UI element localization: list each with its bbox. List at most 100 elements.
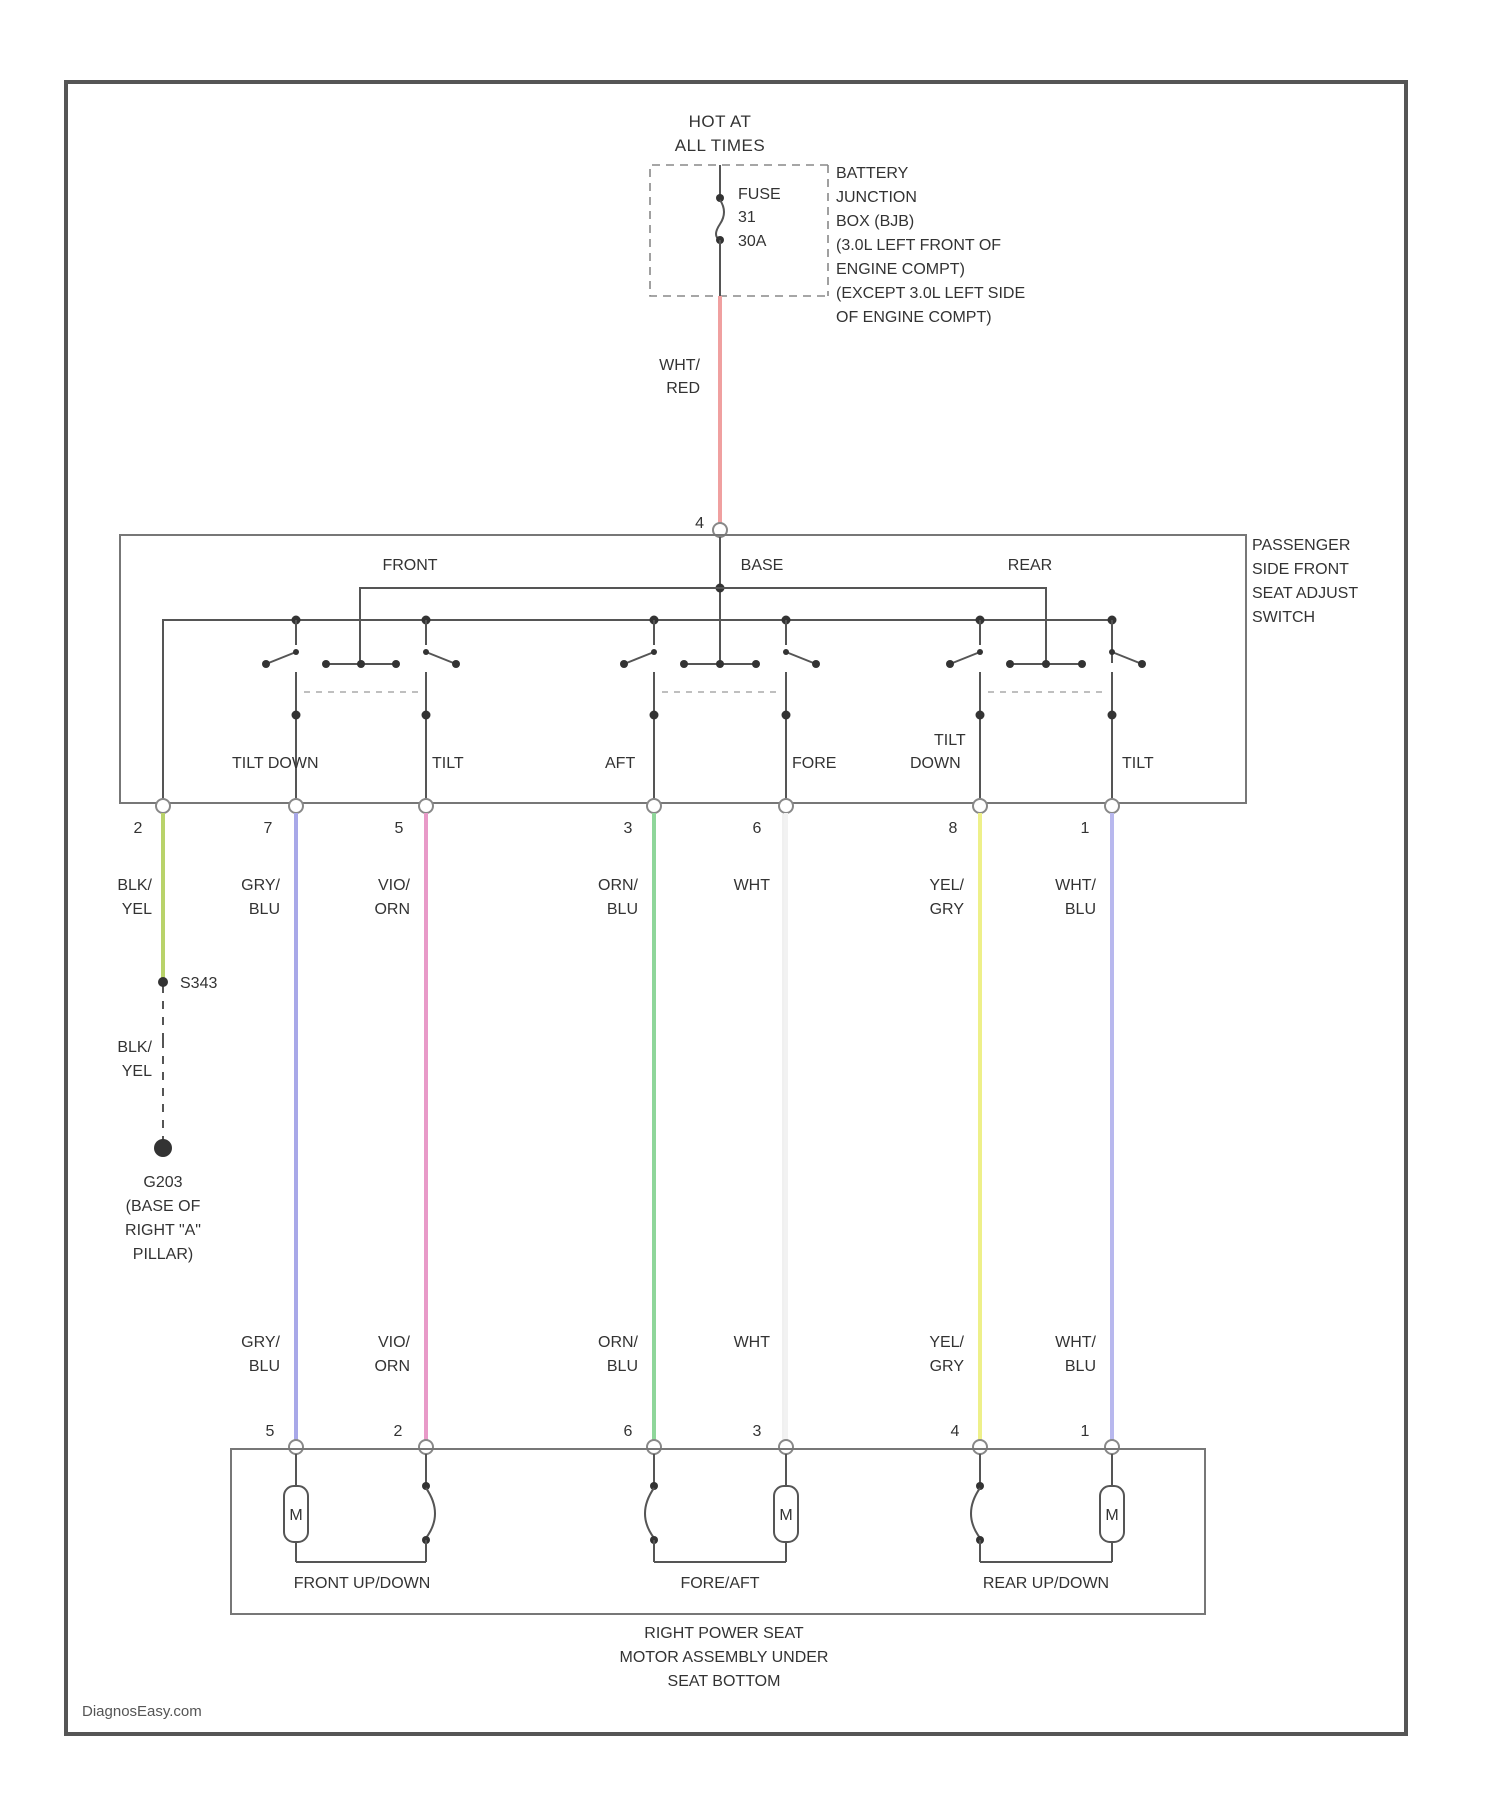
wire-label-top-w6: BLU: [1065, 901, 1096, 918]
hot-label-2: ALL TIMES: [675, 136, 765, 155]
bjb-label-2: JUNCTION: [836, 189, 917, 206]
connector-top-w4: [779, 799, 793, 813]
motor-breaker-0: [426, 1488, 435, 1538]
switch-label-3: SEAT ADJUST: [1252, 585, 1358, 602]
ground-wire-label-2: YEL: [122, 1063, 152, 1080]
ground-point-label-1: G203: [143, 1174, 182, 1191]
bjb-label-5: ENGINE COMPT): [836, 261, 965, 278]
connector-top-w6: [1105, 799, 1119, 813]
switch-label-4: SWITCH: [1252, 609, 1315, 626]
pin-bottom-w6: 1: [1081, 1423, 1090, 1440]
motor-symbol-1: M: [779, 1507, 792, 1524]
switch-blade: [624, 652, 654, 664]
connector-bottom-w4: [779, 1440, 793, 1454]
feed-wire-label-2: RED: [666, 380, 700, 397]
wire-label-bottom-w3: BLU: [607, 1358, 638, 1375]
wire-label-top-w3: ORN/: [598, 877, 639, 894]
pin-bottom-w1: 5: [266, 1423, 275, 1440]
fuse-label-2: 31: [738, 209, 756, 226]
ground-point: [154, 1139, 172, 1157]
pin-top-w3: 3: [624, 820, 633, 837]
feed-pin: 4: [695, 515, 704, 532]
pos-tilt-front: TILT: [432, 755, 464, 772]
pos-tilt-down-rear-2: DOWN: [910, 755, 961, 772]
assembly-label-3: SEAT BOTTOM: [668, 1673, 781, 1690]
wire-label-bottom-w3: ORN/: [598, 1334, 639, 1351]
switch-blade: [950, 652, 980, 664]
bjb-label-3: BOX (BJB): [836, 213, 914, 230]
bjb-outline: [650, 165, 828, 296]
wire-label-top-w2: VIO/: [378, 877, 411, 894]
pos-tilt-down-front: TILT DOWN: [232, 755, 319, 772]
splice-label: S343: [180, 975, 217, 992]
pin-top-w5: 8: [949, 820, 958, 837]
assembly-label-1: RIGHT POWER SEAT: [644, 1625, 804, 1642]
motor-symbol-0: M: [289, 1507, 302, 1524]
splice-dot: [158, 977, 168, 987]
common-rail: [163, 620, 1112, 803]
bjb-label-6: (EXCEPT 3.0L LEFT SIDE: [836, 285, 1025, 302]
connector-top-w1: [289, 799, 303, 813]
connector-bottom-w5: [973, 1440, 987, 1454]
switch-groups: [262, 616, 1146, 804]
motor-label-fore-aft: FORE/AFT: [680, 1575, 759, 1592]
hot-label-1: HOT AT: [689, 112, 752, 131]
wire-label-bottom-w1: GRY/: [241, 1334, 280, 1351]
wire-label-top-w3: BLU: [607, 901, 638, 918]
wire-label-bottom-w2: ORN: [374, 1358, 410, 1375]
switch-blade: [1112, 652, 1142, 664]
wire-label-top-ground: YEL: [122, 901, 152, 918]
motor-breaker-2: [971, 1488, 980, 1538]
wire-label-top-w6: WHT/: [1055, 877, 1096, 894]
wire-label-bottom-w4: WHT: [734, 1334, 771, 1351]
watermark: DiagnosEasy.com: [82, 1703, 202, 1720]
pos-aft: AFT: [605, 755, 635, 772]
switch-blade: [426, 652, 456, 664]
pin-bottom-w5: 4: [951, 1423, 960, 1440]
connector-top-w5: [973, 799, 987, 813]
wire-label-bottom-w5: GRY: [930, 1358, 965, 1375]
wire-label-top-w2: ORN: [374, 901, 410, 918]
pin-top-w1: 7: [264, 820, 273, 837]
wire-label-bottom-w6: BLU: [1065, 1358, 1096, 1375]
pos-tilt-rear: TILT: [1122, 755, 1154, 772]
ground-point-label-3: RIGHT "A": [125, 1222, 201, 1239]
wire-label-top-w1: BLU: [249, 901, 280, 918]
pin-bottom-w2: 2: [394, 1423, 403, 1440]
wire-label-bottom-w2: VIO/: [378, 1334, 411, 1351]
fuse-label-3: 30A: [738, 233, 767, 250]
section-front: FRONT: [382, 557, 437, 574]
connector-bottom-w2: [419, 1440, 433, 1454]
connector-bottom-w6: [1105, 1440, 1119, 1454]
wire-label-bottom-w6: WHT/: [1055, 1334, 1096, 1351]
ground-wire-label-1: BLK/: [117, 1039, 152, 1056]
connector-top-w3: [647, 799, 661, 813]
pin-top-ground: 2: [134, 820, 143, 837]
pin-bottom-w4: 3: [753, 1423, 762, 1440]
connector-bottom-w3: [647, 1440, 661, 1454]
wire-label-top-w1: GRY/: [241, 877, 280, 894]
switch-blade: [266, 652, 296, 664]
connector-bottom-w1: [289, 1440, 303, 1454]
assembly-label-2: MOTOR ASSEMBLY UNDER: [620, 1649, 829, 1666]
ground-point-label-2: (BASE OF: [126, 1198, 201, 1215]
wire-group: 2BLK/YEL7GRY/BLUGRY/BLU55VIO/ORNVIO/ORN2…: [117, 799, 1119, 1454]
fuse-label-1: FUSE: [738, 186, 781, 203]
wire-label-bottom-w1: BLU: [249, 1358, 280, 1375]
wire-label-top-w5: GRY: [930, 901, 965, 918]
motor-label-rear: REAR UP/DOWN: [983, 1575, 1109, 1592]
fuse-symbol: [716, 200, 724, 240]
pos-tilt-down-rear-1: TILT: [934, 732, 966, 749]
pin-top-w4: 6: [753, 820, 762, 837]
connector-top-w2: [419, 799, 433, 813]
bjb-label-7: OF ENGINE COMPT): [836, 309, 992, 326]
pin-bottom-w3: 6: [624, 1423, 633, 1440]
bjb-label-1: BATTERY: [836, 165, 909, 182]
wire-label-top-w4: WHT: [734, 877, 771, 894]
base-bus: [360, 588, 1046, 663]
switch-blade: [786, 652, 816, 664]
section-rear: REAR: [1008, 557, 1052, 574]
section-base: BASE: [741, 557, 784, 574]
